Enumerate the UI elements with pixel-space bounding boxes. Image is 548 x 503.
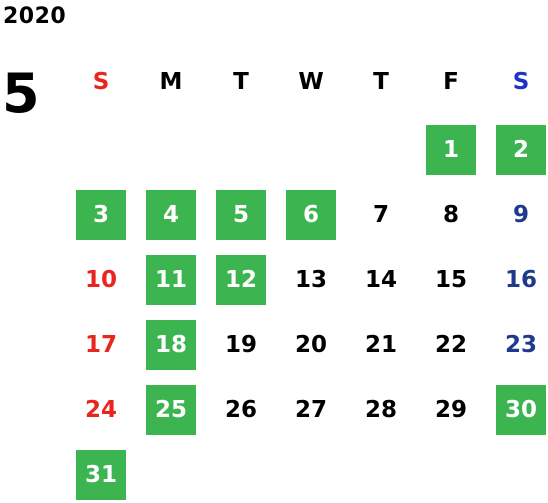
day-cell[interactable]: 12 xyxy=(216,255,266,305)
weekday-label: M xyxy=(159,69,183,95)
day-cell[interactable]: 17 xyxy=(84,332,117,358)
day-cell[interactable]: 19 xyxy=(224,332,257,358)
day-cell[interactable]: 21 xyxy=(364,332,397,358)
day-cell[interactable]: 11 xyxy=(146,255,196,305)
day-cell[interactable]: 4 xyxy=(146,190,196,240)
day-cell[interactable]: 6 xyxy=(286,190,336,240)
day-cell[interactable]: 2 xyxy=(496,125,546,175)
day-cell[interactable]: 15 xyxy=(434,267,467,293)
day-cell[interactable]: 25 xyxy=(146,385,196,435)
weekday-label: F xyxy=(443,69,459,95)
day-cell[interactable]: 1 xyxy=(426,125,476,175)
day-cell[interactable]: 22 xyxy=(434,332,467,358)
weekday-label: T xyxy=(233,69,249,95)
day-cell[interactable]: 5 xyxy=(216,190,266,240)
day-cell[interactable]: 30 xyxy=(496,385,546,435)
day-cell[interactable]: 13 xyxy=(294,267,327,293)
day-cell[interactable]: 29 xyxy=(434,397,467,423)
calendar-month: 5 xyxy=(2,62,40,125)
day-cell[interactable]: 24 xyxy=(84,397,117,423)
day-cell[interactable]: 27 xyxy=(294,397,327,423)
day-cell[interactable]: 18 xyxy=(146,320,196,370)
day-cell[interactable]: 16 xyxy=(504,267,537,293)
day-cell[interactable]: 14 xyxy=(364,267,397,293)
day-cell[interactable]: 8 xyxy=(442,202,459,228)
day-cell[interactable]: 7 xyxy=(372,202,389,228)
weekday-label: S xyxy=(512,69,530,95)
weekday-label: S xyxy=(92,69,110,95)
day-cell[interactable]: 10 xyxy=(84,267,117,293)
weekday-label: W xyxy=(298,69,324,95)
weekday-label: T xyxy=(373,69,389,95)
calendar-year: 2020 xyxy=(3,4,67,29)
day-cell[interactable]: 26 xyxy=(224,397,257,423)
day-cell[interactable]: 28 xyxy=(364,397,397,423)
day-cell[interactable]: 9 xyxy=(512,202,529,228)
day-cell[interactable]: 23 xyxy=(504,332,537,358)
day-cell[interactable]: 3 xyxy=(76,190,126,240)
day-cell[interactable]: 20 xyxy=(294,332,327,358)
day-cell[interactable]: 31 xyxy=(76,450,126,500)
